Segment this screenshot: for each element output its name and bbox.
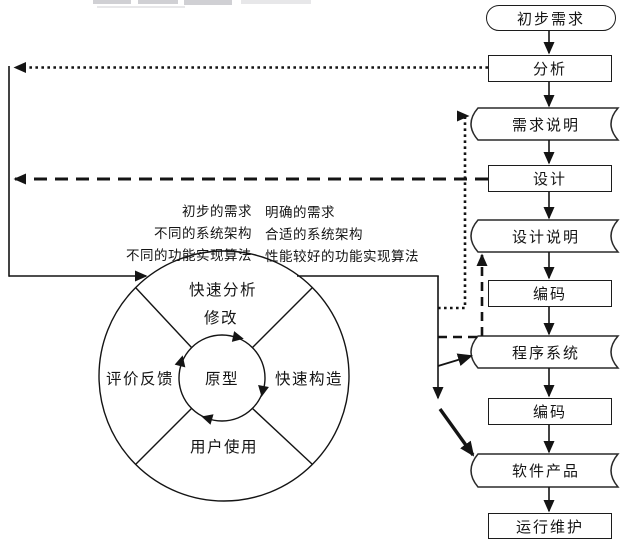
cycle-label-rapid-analysis: 快速分析: [188, 282, 258, 299]
node-label: 初步需求: [516, 11, 585, 28]
cycle-output-note-line: 性能较好的功能实现算法: [265, 249, 419, 264]
cycle-label-modify: 修改: [203, 310, 239, 327]
node-software-product-shape: [470, 453, 620, 488]
quadrant-divider: [135, 407, 193, 465]
node-label: 设计: [532, 172, 567, 188]
cycle-label-user-use: 用户使用: [189, 439, 259, 456]
node-coding-1: 编码: [488, 280, 612, 307]
cycle-output-note-line: 明确的需求: [265, 205, 335, 220]
node-requirements-spec-shape: [470, 107, 620, 141]
node-design-spec-shape: [470, 219, 620, 253]
rotation-arrow: [174, 355, 186, 368]
node-label: 编码: [532, 287, 567, 303]
cycle-input-note: 初步的需求 不同的系统架构 不同的功能实现算法: [40, 201, 252, 267]
quadrant-divider: [135, 287, 193, 349]
outer-circle: [98, 250, 350, 502]
node-label: 编码: [532, 405, 567, 421]
inner-circle: [178, 334, 266, 422]
cropped-title-fragment: [138, 0, 178, 4]
quadrant-divider: [251, 287, 313, 349]
cycle-label-rapid-construction: 快速构造: [274, 371, 344, 388]
to-software-product-thick-arrow: [438, 408, 475, 457]
cropped-title-fragment: [241, 0, 311, 4]
cycle-label-evaluation-feedback: 评价反馈: [105, 371, 175, 388]
node-analysis: 分析: [488, 55, 612, 82]
return-to-design-spec-dashed-arrow: [438, 253, 488, 339]
node-program-system-shape: [470, 335, 620, 369]
rotation-arrow: [231, 331, 244, 342]
cycle-label-prototype: 原型: [204, 371, 240, 388]
rotation-arrow: [201, 414, 214, 425]
cropped-title-fragment: [184, 0, 232, 5]
quadrant-divider: [251, 407, 313, 465]
node-label: 运行维护: [515, 519, 584, 536]
rotation-arrow: [258, 385, 269, 397]
node-operation-maintenance: 运行维护: [488, 513, 612, 539]
to-program-system-arrow: [437, 353, 473, 367]
cycle-input-note-line: 不同的功能实现算法: [126, 248, 252, 263]
cropped-title-fragment: [93, 0, 131, 4]
cycle-output-note: 明确的需求 合适的系统架构 性能较好的功能实现算法: [265, 202, 485, 268]
node-coding-2: 编码: [488, 398, 612, 425]
return-to-requirements-spec-dotted-arrow: [438, 110, 470, 310]
node-label: 分析: [532, 62, 567, 78]
cycle-input-note-line: 初步的需求: [182, 204, 252, 219]
cycle-input-note-line: 不同的系统架构: [154, 226, 252, 241]
cropped-title-fragment: [97, 6, 185, 8]
cycle-output-note-line: 合适的系统架构: [265, 227, 363, 242]
node-initial-requirements: 初步需求: [486, 5, 616, 31]
node-design: 设计: [488, 165, 612, 192]
